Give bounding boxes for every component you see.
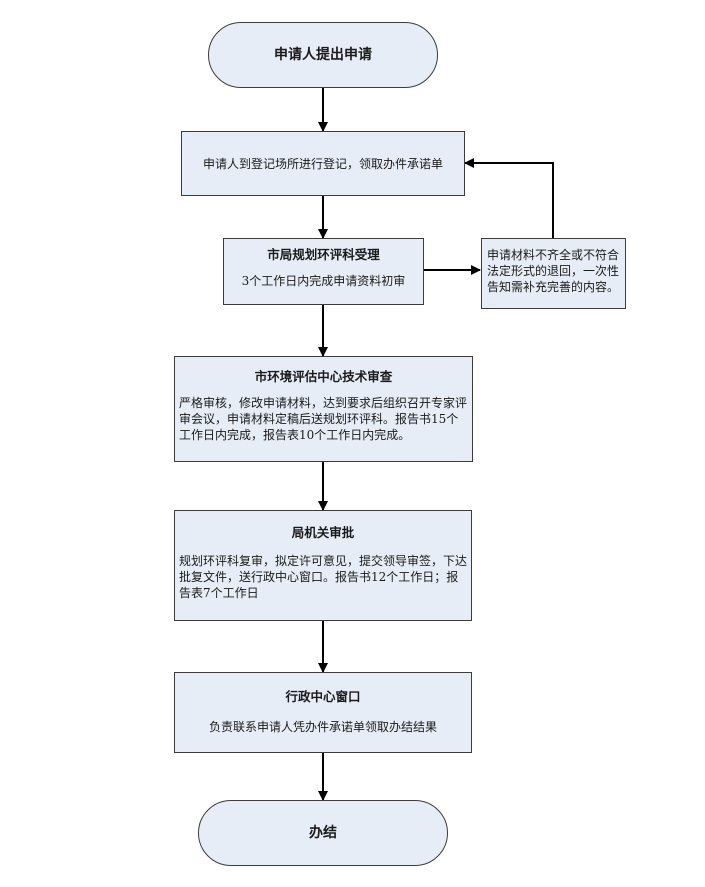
accept-text: 3个工作日内完成申请资料初审 [241,274,406,288]
approve-text: 规划环评科复审，拟定许可意见，提交领导审签，下达批复文件，送行政中心窗口。报告书… [179,554,468,600]
end-label: 办结 [309,825,337,841]
start-label: 申请人提出申请 [274,47,372,63]
end-node: 办结 [198,800,448,866]
review-text: 严格审核，修改申请材料，达到要求后组织召开专家评审会议，申请材料定稿后送规划环评… [179,396,468,442]
accept-title: 市局规划环评科受理 [267,247,380,262]
register-node: 申请人到登记场所进行登记，领取办件承诺单 [181,131,465,196]
register-text: 申请人到登记场所进行登记，领取办件承诺单 [202,156,443,171]
approve-node: 局机关审批 规划环评科复审，拟定许可意见，提交领导审签，下达批复文件，送行政中心… [174,510,472,621]
window-title: 行政中心窗口 [285,689,361,704]
start-node: 申请人提出申请 [208,22,438,88]
window-text: 负责联系申请人凭办件承诺单领取办结结果 [208,720,437,734]
reject-text: 申请材料不齐全或不符合法定形式的退回，一次性告知需补充完善的内容。 [487,248,620,294]
review-title: 市环境评估中心技术审查 [254,369,393,384]
window-node: 行政中心窗口 负责联系申请人凭办件承诺单领取办结结果 [174,672,472,753]
review-node: 市环境评估中心技术审查 严格审核，修改申请材料，达到要求后组织召开专家评审会议，… [174,356,473,462]
approve-title: 局机关审批 [291,525,355,540]
accept-node: 市局规划环评科受理 3个工作日内完成申请资料初审 [223,238,424,305]
reject-node: 申请材料不齐全或不符合法定形式的退回，一次性告知需补充完善的内容。 [481,238,626,309]
arrow-reject-to-register [464,158,554,238]
